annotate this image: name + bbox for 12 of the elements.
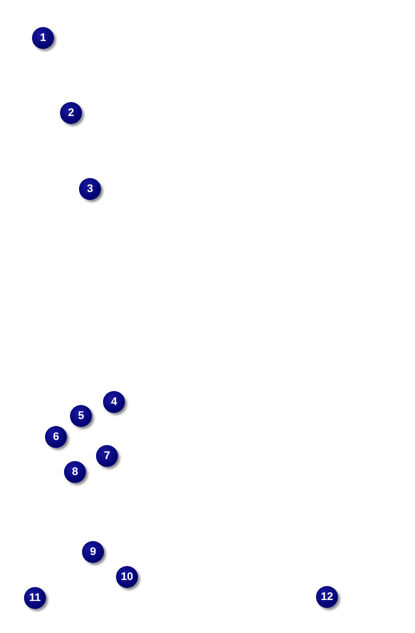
callout-number: 12 <box>316 586 338 608</box>
callout-number: 8 <box>64 461 86 483</box>
callout-number: 3 <box>79 178 101 200</box>
callout-number: 6 <box>45 426 67 448</box>
callout-number: 10 <box>116 566 138 588</box>
callout-number: 4 <box>103 391 125 413</box>
callout-number: 9 <box>82 541 104 563</box>
callout-number: 1 <box>32 27 54 49</box>
callout-number: 7 <box>96 445 118 467</box>
callout-number: 2 <box>60 102 82 124</box>
callout-number: 5 <box>70 405 92 427</box>
callout-number: 11 <box>24 587 46 609</box>
